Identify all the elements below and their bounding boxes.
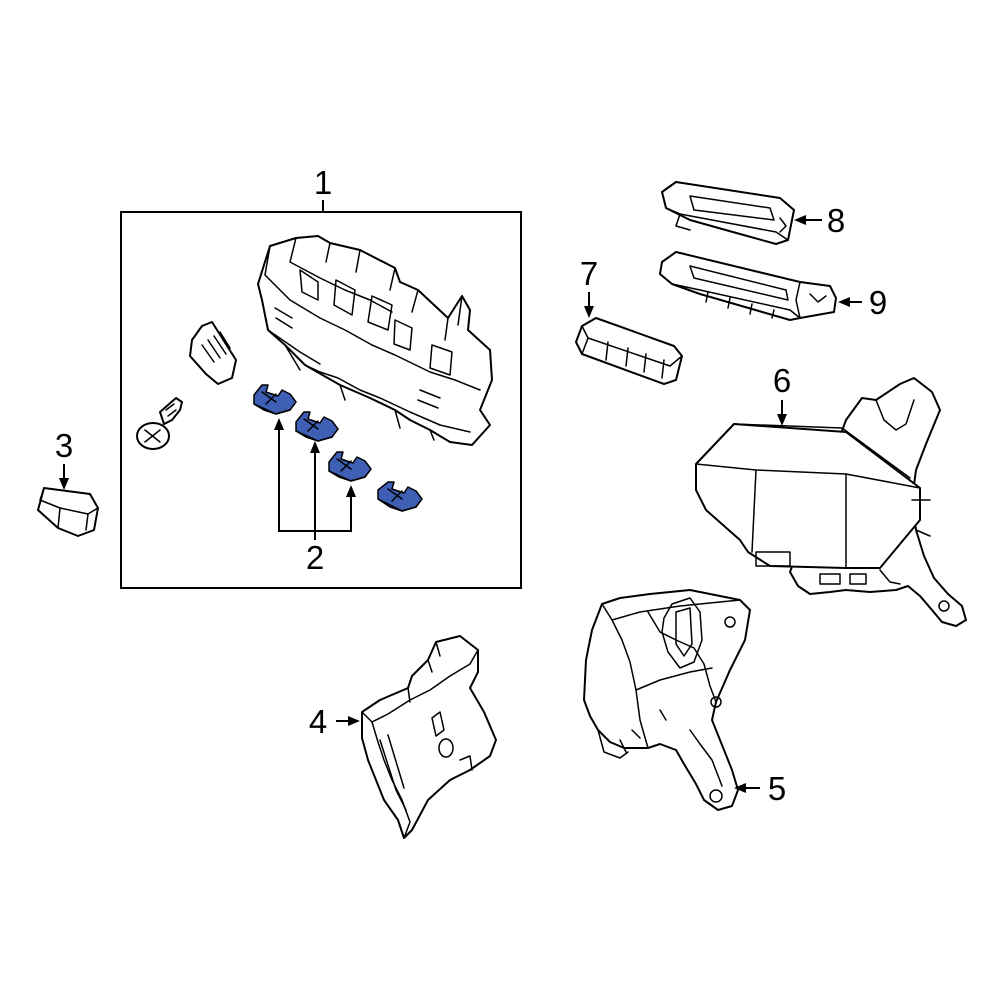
arrow-7 — [584, 306, 594, 318]
connector-cover[interactable] — [189, 321, 237, 385]
callout-5: 5 — [768, 770, 786, 807]
arrow-6 — [777, 414, 787, 426]
control-module-4[interactable] — [361, 635, 497, 839]
fuse-3[interactable] — [328, 451, 372, 482]
control-module-5[interactable] — [583, 589, 751, 811]
fuse-group[interactable] — [253, 384, 423, 512]
arrow-4 — [348, 716, 360, 726]
fuse-4[interactable] — [377, 481, 423, 512]
fuse-2[interactable] — [295, 411, 339, 442]
callout-3: 3 — [55, 427, 73, 464]
fuse-box[interactable] — [257, 235, 493, 446]
arrow-9 — [838, 297, 850, 307]
arrow-5 — [734, 783, 746, 793]
connector-7[interactable] — [575, 317, 683, 385]
fuse-1[interactable] — [253, 384, 297, 415]
callout-9: 9 — [869, 284, 887, 321]
callout-1: 1 — [314, 164, 332, 201]
arrow-8 — [794, 215, 806, 225]
callout-8: 8 — [827, 202, 845, 239]
callout-7: 7 — [580, 255, 598, 292]
leader-2 — [274, 418, 356, 540]
screw[interactable] — [136, 397, 183, 450]
antenna-8[interactable] — [661, 181, 795, 245]
cap[interactable] — [37, 487, 99, 537]
callout-6: 6 — [773, 362, 791, 399]
control-unit-6[interactable] — [695, 377, 967, 627]
arrow-3 — [59, 478, 69, 490]
callout-2: 2 — [306, 539, 324, 576]
callout-4: 4 — [309, 703, 327, 740]
antenna-9[interactable] — [659, 251, 837, 321]
assembly-frame — [120, 211, 522, 589]
